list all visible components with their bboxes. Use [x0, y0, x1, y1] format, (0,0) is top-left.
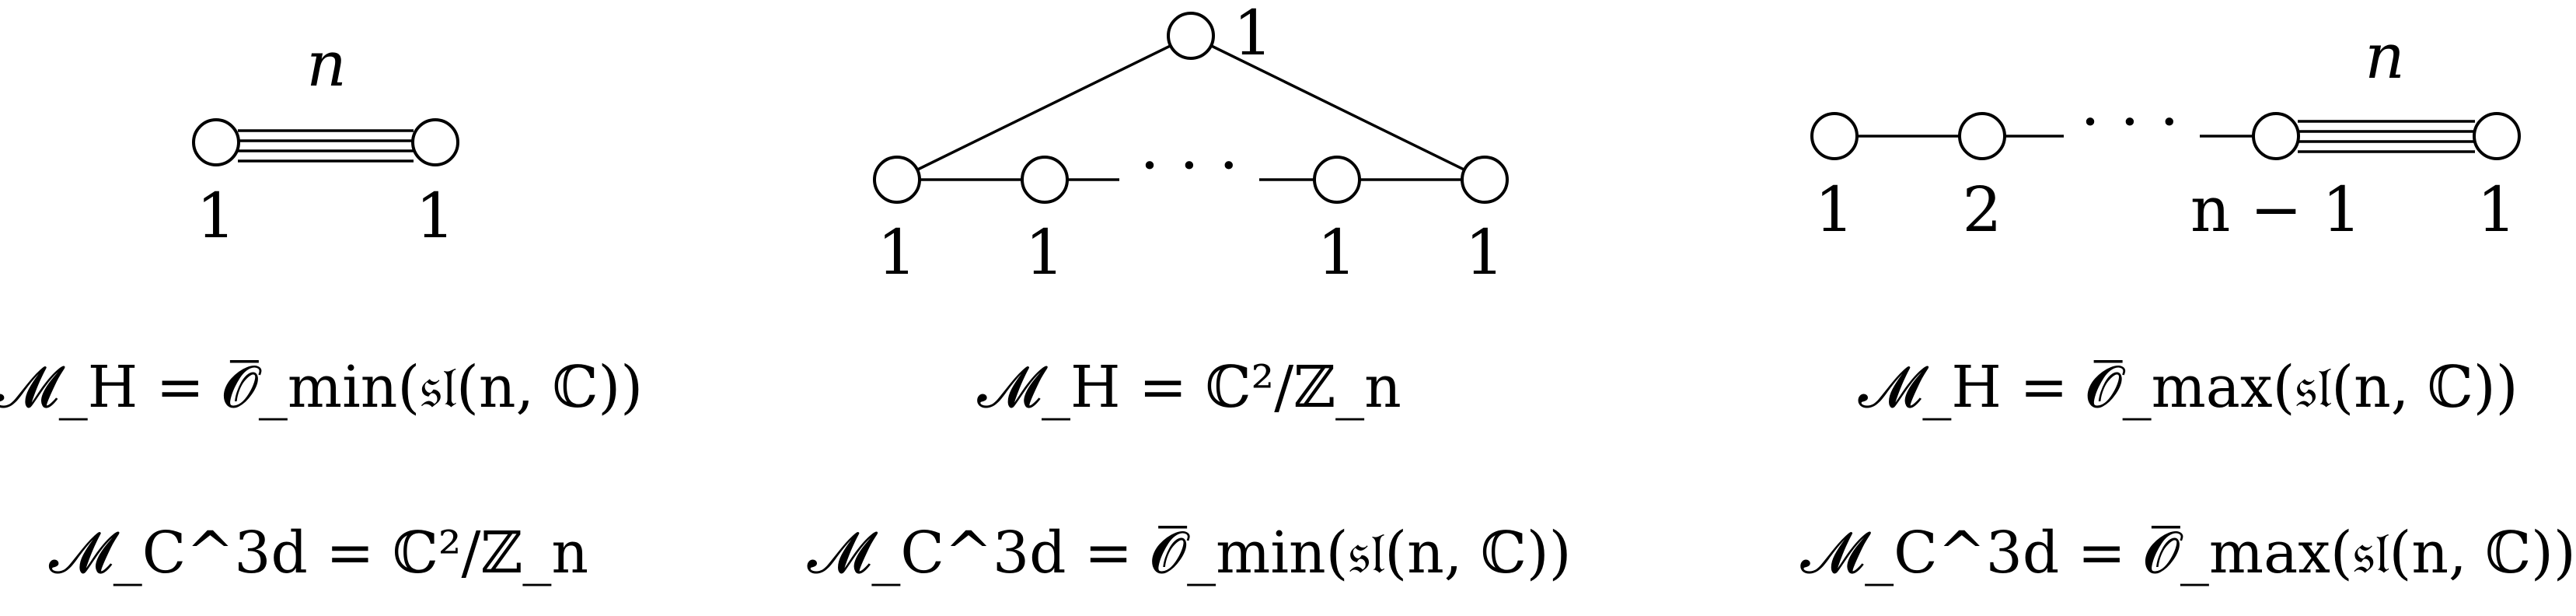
quiver-node [1313, 156, 1361, 204]
quiver-node [1021, 156, 1069, 204]
quiver-diagrams: n 1 1 · · · 1 1 1 1 1 [192, 0, 2521, 289]
quiver-node [1167, 12, 1215, 60]
node-label: 1 [2477, 173, 2517, 246]
node-label: 1 [1465, 216, 1505, 289]
quiver-1: n 1 1 [192, 28, 459, 252]
quiver-node [2473, 112, 2521, 160]
quiver-node [1810, 112, 1859, 160]
node-label: 1 [416, 180, 456, 252]
ellipsis: · · · [1140, 129, 1238, 201]
node-label: 1 [1025, 216, 1065, 289]
quiver-node [411, 118, 459, 166]
node-label: 1 [197, 180, 236, 252]
node-label: 1 [1234, 0, 1273, 69]
coulomb-branch-equation: 𝓜_C^3d = 𝓞̅_min(𝔰𝔩(n, ℂ)) [807, 520, 1572, 586]
multi-edge [2298, 120, 2475, 153]
quiver-node [873, 156, 921, 204]
node-label: 1 [1815, 173, 1855, 246]
ellipsis: · · · [2080, 86, 2179, 158]
multiplicity-label: n [2365, 20, 2405, 93]
quiver-3: · · · n 1 2 n − 1 1 [1810, 20, 2521, 246]
quiver-node [1461, 156, 1509, 204]
quiver-node [2252, 112, 2300, 160]
multi-edge [238, 129, 414, 163]
quiver-node [192, 118, 240, 166]
higgs-branch-equation: 𝓜_H = ℂ²/ℤ_n [977, 354, 1401, 421]
node-label: n − 1 [2190, 173, 2361, 246]
node-label: 2 [1963, 173, 2002, 246]
quiver-2: · · · 1 1 1 1 1 [873, 0, 1509, 289]
multiplicity-label: n [306, 28, 347, 100]
higgs-branch-equation: 𝓜_H = 𝓞̅_min(𝔰𝔩(n, ℂ)) [0, 354, 644, 421]
node-label: 1 [878, 216, 917, 289]
higgs-branch-equation: 𝓜_H = 𝓞̅_max(𝔰𝔩(n, ℂ)) [1858, 354, 2518, 421]
node-label: 1 [1318, 216, 1357, 289]
coulomb-branch-equation: 𝓜_C^3d = 𝓞̅_max(𝔰𝔩(n, ℂ)) [1800, 520, 2576, 586]
coulomb-branch-equation: 𝓜_C^3d = ℂ²/ℤ_n [48, 520, 589, 586]
quiver-node [1958, 112, 2006, 160]
